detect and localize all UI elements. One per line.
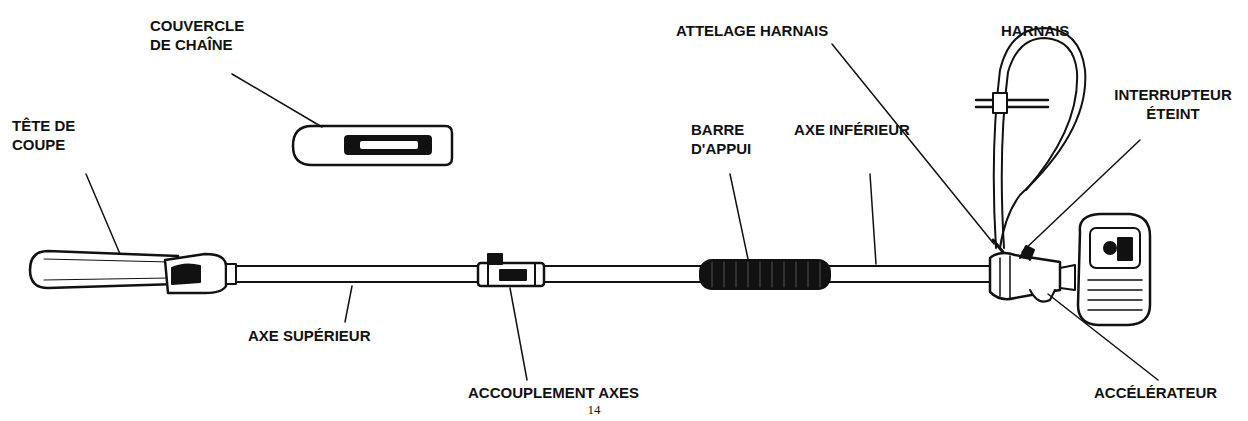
part-label: TÊTE DE COUPE (12, 116, 104, 154)
part-label: INTERRUPTEUR ÉTEINT (1104, 85, 1242, 123)
chain-cover (293, 126, 452, 165)
part-label: ATTELAGE HARNAIS (676, 21, 936, 40)
cutting-head (30, 251, 236, 293)
leader-lines (86, 44, 1158, 380)
part-label: HARNAIS (1001, 21, 1101, 40)
part-label: COUVERCLE DE CHAÎNE (150, 16, 262, 54)
part-label: ACCÉLÉRATEUR (1094, 383, 1244, 402)
page-number: 14 (582, 402, 606, 417)
engine-unit (990, 214, 1150, 325)
upper-shaft (236, 266, 480, 282)
part-label: AXE SUPÉRIEUR (248, 326, 418, 345)
harness (976, 28, 1085, 252)
part-label: ACCOUPLEMENT AXES (468, 383, 728, 402)
part-label: BARRE D'APPUI (691, 120, 773, 158)
support-grip (700, 260, 830, 289)
part-label: AXE INFÉRIEUR (790, 120, 914, 139)
shaft-coupling (478, 254, 544, 286)
